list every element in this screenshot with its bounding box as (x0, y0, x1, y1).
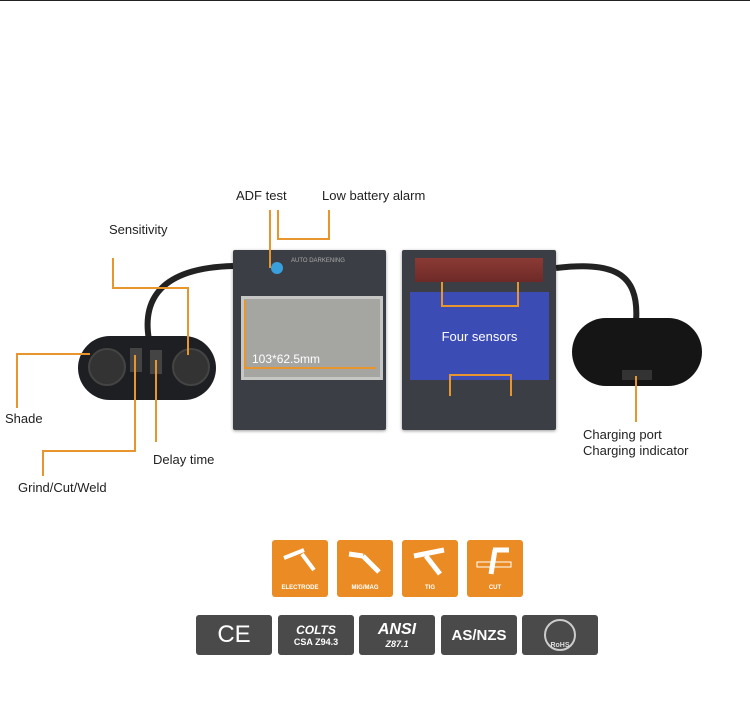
adf-test-button[interactable] (271, 262, 283, 274)
cert-text: CE (217, 621, 251, 648)
window-size-label: 103*62.5mm (252, 352, 321, 366)
mode-switch[interactable] (130, 348, 142, 372)
adf-cartridge-back: Four sensors (402, 250, 556, 430)
charging-port[interactable] (622, 370, 652, 380)
process-electrode: ELECTRODE (272, 540, 328, 597)
cert-rohs: RoHS (522, 615, 598, 655)
tig-torch-icon (413, 547, 445, 576)
shade-label: Shade (5, 411, 43, 426)
sensitivity-label: Sensitivity (109, 222, 168, 237)
delay-time-label: Delay time (153, 452, 215, 467)
process-label: ELECTRODE (281, 585, 319, 591)
solar-panel (415, 258, 543, 282)
adf-test-label: ADF test (236, 188, 287, 203)
process-label: MIG/MAG (351, 585, 379, 591)
viewing-window (241, 296, 383, 380)
adf-cartridge-front: AUTO DARKENING (233, 250, 386, 430)
control-pad (78, 336, 216, 400)
cert-subtext: Z87.1 (385, 639, 409, 649)
cutting-torch-icon (476, 547, 512, 575)
mig-torch-icon (348, 551, 381, 574)
low-battery-label: Low battery alarm (322, 188, 426, 203)
electrode-icon (283, 548, 316, 572)
four-sensors-label: Four sensors (441, 328, 518, 344)
brand-text: AUTO DARKENING (291, 258, 345, 264)
process-label: CUT (488, 585, 502, 591)
grind-cut-weld-label: Grind/Cut/Weld (18, 480, 107, 495)
rohs-leaf-icon: RoHS (544, 619, 576, 651)
battery-pod (572, 318, 702, 386)
process-cut: CUT (467, 540, 523, 597)
cert-text: ANSI (377, 621, 417, 638)
sensitivity-knob[interactable] (172, 348, 210, 386)
cert-subtext: CSA Z94.3 (293, 637, 339, 647)
cert-text: AS/NZS (451, 626, 507, 644)
top-border (0, 0, 750, 1)
process-label: TIG (425, 585, 435, 591)
cert-as-nzs: AS/NZS (441, 615, 517, 655)
shade-knob[interactable] (88, 348, 126, 386)
sensor-area: Four sensors (410, 292, 549, 380)
cert-text: RoHS (550, 642, 570, 649)
cert-ce: CE (196, 615, 272, 655)
charging-indicator-label: Charging indicator (583, 443, 689, 458)
process-tig: TIG (402, 540, 458, 597)
charging-port-label: Charging port (583, 427, 662, 442)
cert-text: COLTS (296, 623, 336, 637)
process-mig-mag: MIG/MAG (337, 540, 393, 597)
